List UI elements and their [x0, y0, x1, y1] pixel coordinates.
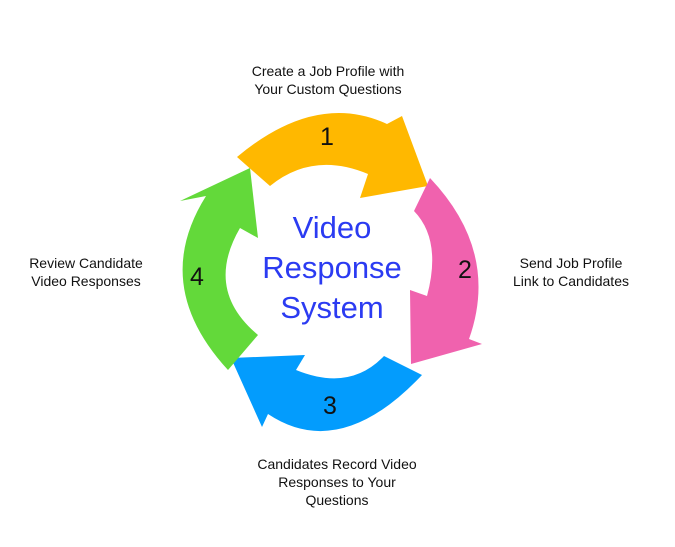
center-title-line-2: Response: [262, 250, 402, 285]
center-title-line-1: Video: [292, 210, 372, 245]
step-1-label: Create a Job Profile with Your Custom Qu…: [251, 63, 405, 97]
step-4-number: 4: [190, 263, 204, 291]
step-3-label: Candidates Record Video Responses to You…: [257, 456, 417, 508]
step-1-arrow: [237, 113, 428, 198]
step-3-number: 3: [323, 392, 337, 420]
step-4-arrow: [180, 168, 258, 370]
step-4-label: Review Candidate Video Responses: [29, 255, 143, 289]
step-2-label: Send Job Profile Link to Candidates: [513, 255, 629, 289]
center-title-line-3: System: [280, 290, 384, 325]
step-1-number: 1: [320, 123, 334, 151]
step-2-arrow: [410, 178, 482, 364]
step-3-arrow: [231, 355, 422, 432]
step-2-number: 2: [458, 256, 472, 284]
center-title: Video Response System: [222, 208, 442, 328]
